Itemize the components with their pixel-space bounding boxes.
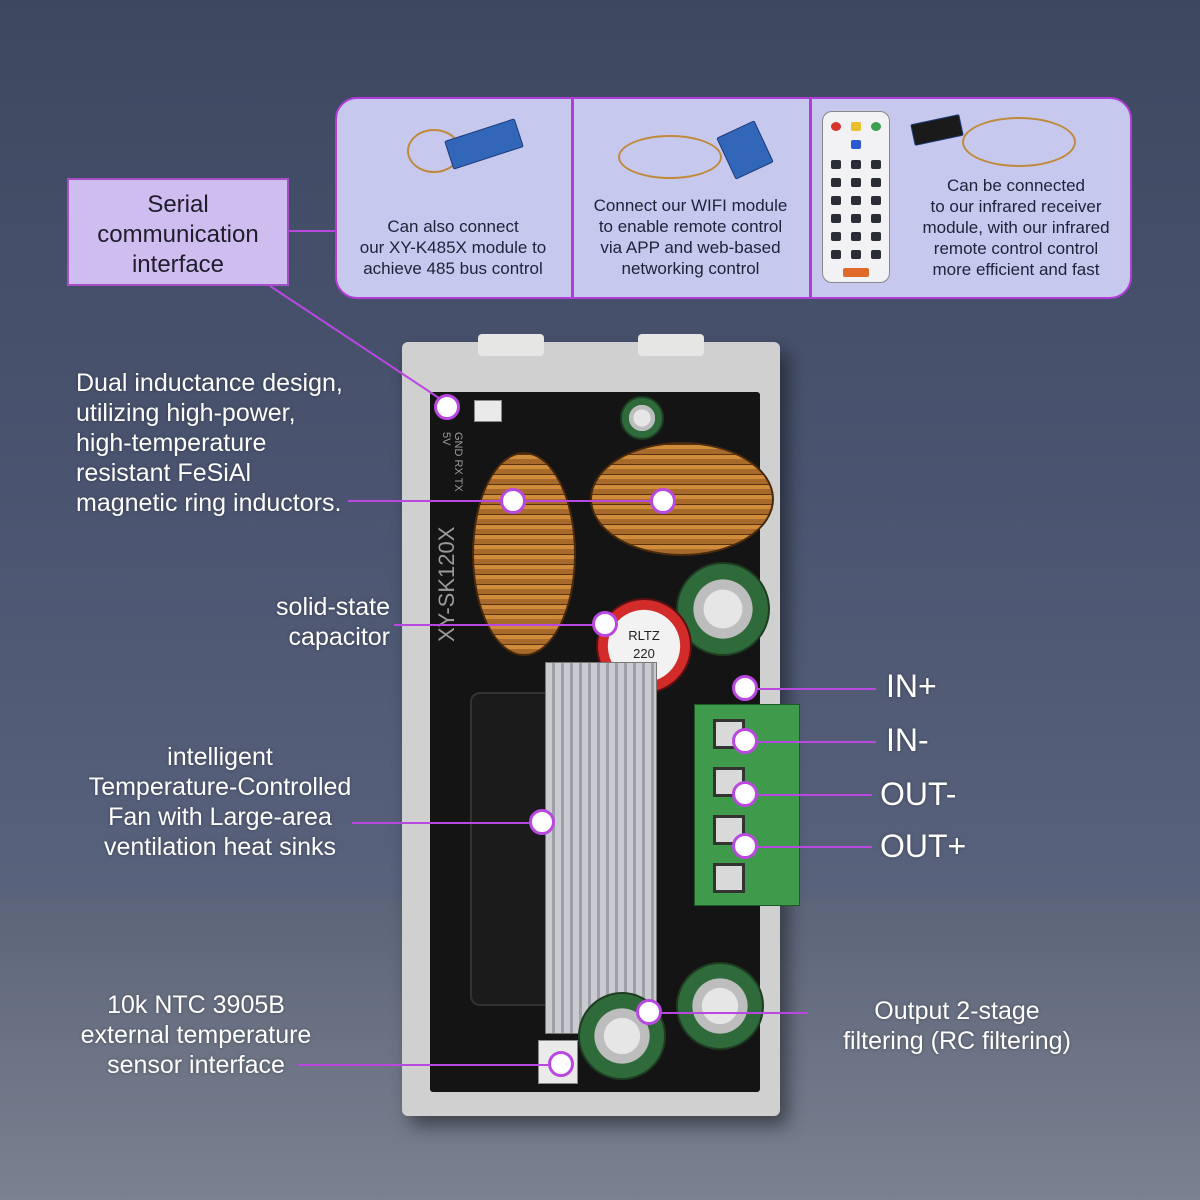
terminal-in-plus-label: IN+ bbox=[886, 668, 937, 704]
ir-remote-icon bbox=[822, 111, 890, 283]
terminal-in-minus-dot bbox=[732, 728, 758, 754]
wifi-module-icon bbox=[614, 117, 774, 187]
terminal-out-minus-label: OUT- bbox=[880, 776, 957, 812]
feature-ir: Can be connected to our infrared receive… bbox=[809, 99, 1130, 297]
terminal-out-minus-dot bbox=[732, 781, 758, 807]
terminal-in-plus-line bbox=[756, 688, 876, 690]
ntc-dot bbox=[548, 1051, 574, 1077]
circuit-board: GND RX TX 5V XY-SK120X RLTZ 220 bbox=[430, 392, 800, 1092]
inductor-left bbox=[472, 452, 576, 656]
heat-sink bbox=[545, 662, 657, 1034]
feature-wifi-text: Connect our WIFI module to enable remote… bbox=[593, 196, 788, 278]
ntc-label: 10k NTC 3905B external temperature senso… bbox=[80, 991, 312, 1079]
serial-dot bbox=[434, 394, 460, 420]
output-capacitor-2 bbox=[676, 962, 764, 1050]
feature-banner: Can also connect our XY-K485X module to … bbox=[335, 97, 1132, 299]
feature-rs485: Can also connect our XY-K485X module to … bbox=[337, 99, 569, 297]
output-filter-dot bbox=[636, 999, 662, 1025]
inductors-label: Dual inductance design, utilizing high-p… bbox=[76, 369, 343, 517]
output-filter-label: Output 2-stage filtering (RC filtering) bbox=[843, 997, 1071, 1055]
fan-label: intelligent Temperature-Controlled Fan w… bbox=[88, 743, 352, 861]
fan-dot bbox=[529, 809, 555, 835]
enclosure-tab bbox=[638, 334, 704, 356]
feature-wifi: Connect our WIFI module to enable remote… bbox=[571, 99, 807, 297]
terminal-out-plus-dot bbox=[732, 833, 758, 859]
capacitor-line bbox=[394, 624, 606, 626]
enclosure-tab bbox=[478, 334, 544, 356]
ir-receiver-icon bbox=[910, 109, 1112, 179]
terminal-in-minus-label: IN- bbox=[886, 722, 929, 758]
small-capacitor bbox=[620, 396, 664, 440]
serial-connector bbox=[474, 400, 502, 422]
terminal-in-minus-line bbox=[756, 741, 876, 743]
terminal-out-plus-label: OUT+ bbox=[880, 828, 967, 864]
feature-rs485-text: Can also connect our XY-K485X module to … bbox=[359, 217, 547, 278]
terminal-in-plus-dot bbox=[732, 675, 758, 701]
feature-ir-text: Can be connected to our infrared receive… bbox=[922, 176, 1110, 279]
fan-line bbox=[352, 822, 542, 824]
serial-banner-connector bbox=[289, 230, 335, 232]
device-enclosure: GND RX TX 5V XY-SK120X RLTZ 220 bbox=[402, 334, 800, 1116]
inductor-right-dot bbox=[650, 488, 676, 514]
serial-pin-labels: GND RX TX 5V bbox=[440, 432, 464, 492]
rs485-module-icon bbox=[397, 118, 537, 189]
terminal-out-plus-line bbox=[756, 846, 872, 848]
output-filter-line bbox=[650, 1012, 808, 1014]
serial-interface-label: Serial communication interface bbox=[67, 178, 289, 286]
inductor-left-dot bbox=[500, 488, 526, 514]
terminal-out-minus-line bbox=[756, 794, 872, 796]
capacitor-label: solid-state capacitor bbox=[276, 593, 390, 651]
inductor-right bbox=[590, 442, 774, 556]
ntc-line bbox=[298, 1064, 562, 1066]
capacitor-dot bbox=[592, 611, 618, 637]
